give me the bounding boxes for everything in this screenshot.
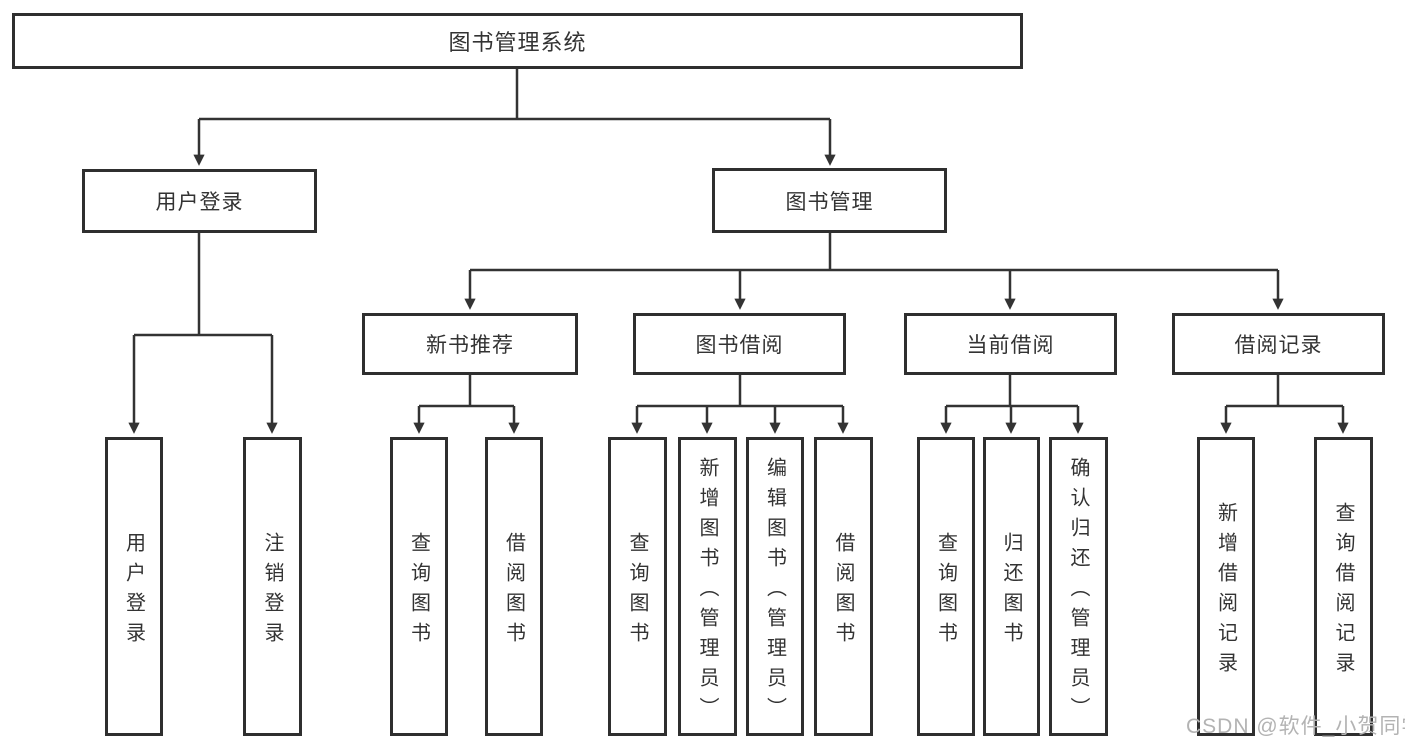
node-borrow-records: 借阅记录 <box>1172 313 1385 375</box>
connectors <box>128 69 1349 434</box>
leaf-query-books-current-label: 查询图书 <box>934 531 957 652</box>
node-current-borrow: 当前借阅 <box>904 313 1117 375</box>
leaf-query-borrow-record-label: 查询借阅记录 <box>1332 501 1354 682</box>
leaf-confirm-return-admin-label: 确认归还（管理员） <box>1067 456 1089 727</box>
leaf-borrow-books: 借阅图书 <box>814 437 873 736</box>
leaf-edit-books-admin-label: 编辑图书（管理员） <box>763 456 786 727</box>
leaf-add-borrow-record: 新增借阅记录 <box>1197 437 1255 736</box>
leaf-add-books-admin-label: 新增图书（管理员） <box>696 456 718 727</box>
leaf-return-books-label: 归还图书 <box>1000 531 1022 652</box>
node-book-borrow: 图书借阅 <box>633 313 846 375</box>
leaf-query-books-current: 查询图书 <box>917 437 975 736</box>
csdn-watermark: CSDN @软件_小贺同学 <box>1186 715 1405 738</box>
leaf-logout: 注销登录 <box>243 437 302 736</box>
leaf-return-books: 归还图书 <box>983 437 1040 736</box>
leaf-query-books-recommend: 查询图书 <box>390 437 448 736</box>
node-user-login: 用户登录 <box>82 169 317 233</box>
leaf-borrow-books-label: 借阅图书 <box>832 531 854 652</box>
leaf-user-login: 用户登录 <box>105 437 163 736</box>
leaf-add-borrow-record-label: 新增借阅记录 <box>1214 501 1237 682</box>
node-new-book-recommend: 新书推荐 <box>362 313 578 375</box>
leaf-edit-books-admin: 编辑图书（管理员） <box>746 437 804 736</box>
leaf-add-books-admin: 新增图书（管理员） <box>678 437 737 736</box>
leaf-logout-label: 注销登录 <box>261 531 283 652</box>
node-library-system: 图书管理系统 <box>12 13 1023 69</box>
leaf-query-books-recommend-label: 查询图书 <box>407 531 430 652</box>
leaf-query-borrow-record: 查询借阅记录 <box>1314 437 1373 736</box>
leaf-borrow-books-recommend: 借阅图书 <box>485 437 543 736</box>
leaf-query-books-borrow: 查询图书 <box>608 437 667 736</box>
node-book-management: 图书管理 <box>712 168 947 233</box>
leaf-query-books-borrow-label: 查询图书 <box>626 531 648 652</box>
leaf-user-login-label: 用户登录 <box>122 531 145 652</box>
leaf-confirm-return-admin: 确认归还（管理员） <box>1049 437 1108 736</box>
leaf-borrow-books-recommend-label: 借阅图书 <box>502 531 525 652</box>
